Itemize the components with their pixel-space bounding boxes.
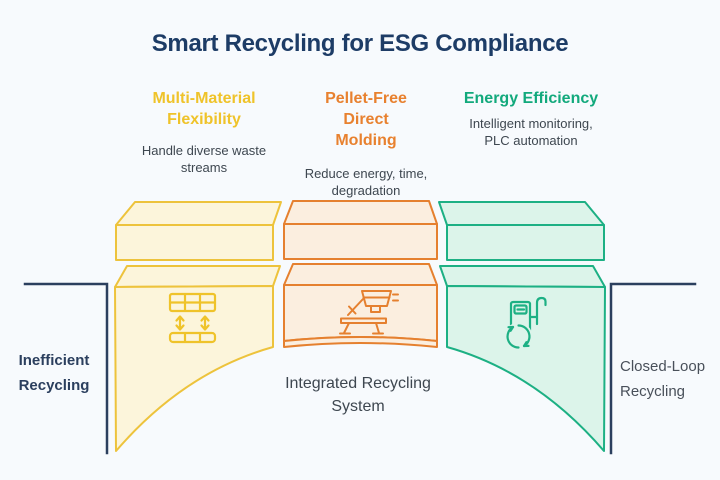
green-body-top xyxy=(439,265,606,288)
right-bracket xyxy=(609,282,697,455)
orange-module xyxy=(283,200,438,348)
yellow-body-front xyxy=(114,285,274,452)
green-lid-front xyxy=(446,224,605,261)
recycle-arrows-icon xyxy=(506,324,531,349)
column-description-energy-efficiency: Intelligent monitoring, PLC automation xyxy=(469,116,593,149)
inefficient-recycling-label: Inefficient Recycling xyxy=(18,352,90,394)
column-heading-pellet-free: Pellet-Free Direct Molding xyxy=(325,90,407,150)
green-body-front xyxy=(446,285,606,452)
yellow-lid-top xyxy=(115,201,282,226)
page-title: Smart Recycling for ESG Compliance xyxy=(151,30,569,57)
column-description-multi-material: Handle diverse waste streams xyxy=(141,143,267,176)
orange-body-front xyxy=(283,284,438,342)
orange-lid-front xyxy=(283,223,438,260)
closed-loop-recycling-label: Closed-Loop Recycling xyxy=(620,358,706,400)
arch-underside-strip xyxy=(283,336,438,348)
column-heading-energy-efficiency: Energy Efficiency xyxy=(463,90,599,107)
energy-pump-icon xyxy=(504,296,547,351)
green-module xyxy=(438,201,606,452)
integrated-system-label: Integrated Recycling System xyxy=(285,375,431,416)
material-stack-icon xyxy=(168,292,217,344)
column-description-pellet-free: Reduce energy, time, degradation xyxy=(304,166,428,199)
yellow-module xyxy=(114,201,282,452)
left-bracket xyxy=(23,282,109,455)
orange-lid-top xyxy=(283,200,438,225)
column-heading-multi-material: Multi-Material Flexibility xyxy=(152,90,256,129)
yellow-lid-front xyxy=(115,224,274,261)
yellow-body-top xyxy=(114,265,281,288)
orange-body-top xyxy=(283,263,438,286)
molding-machine-icon xyxy=(339,290,399,335)
green-lid-top xyxy=(438,201,605,226)
